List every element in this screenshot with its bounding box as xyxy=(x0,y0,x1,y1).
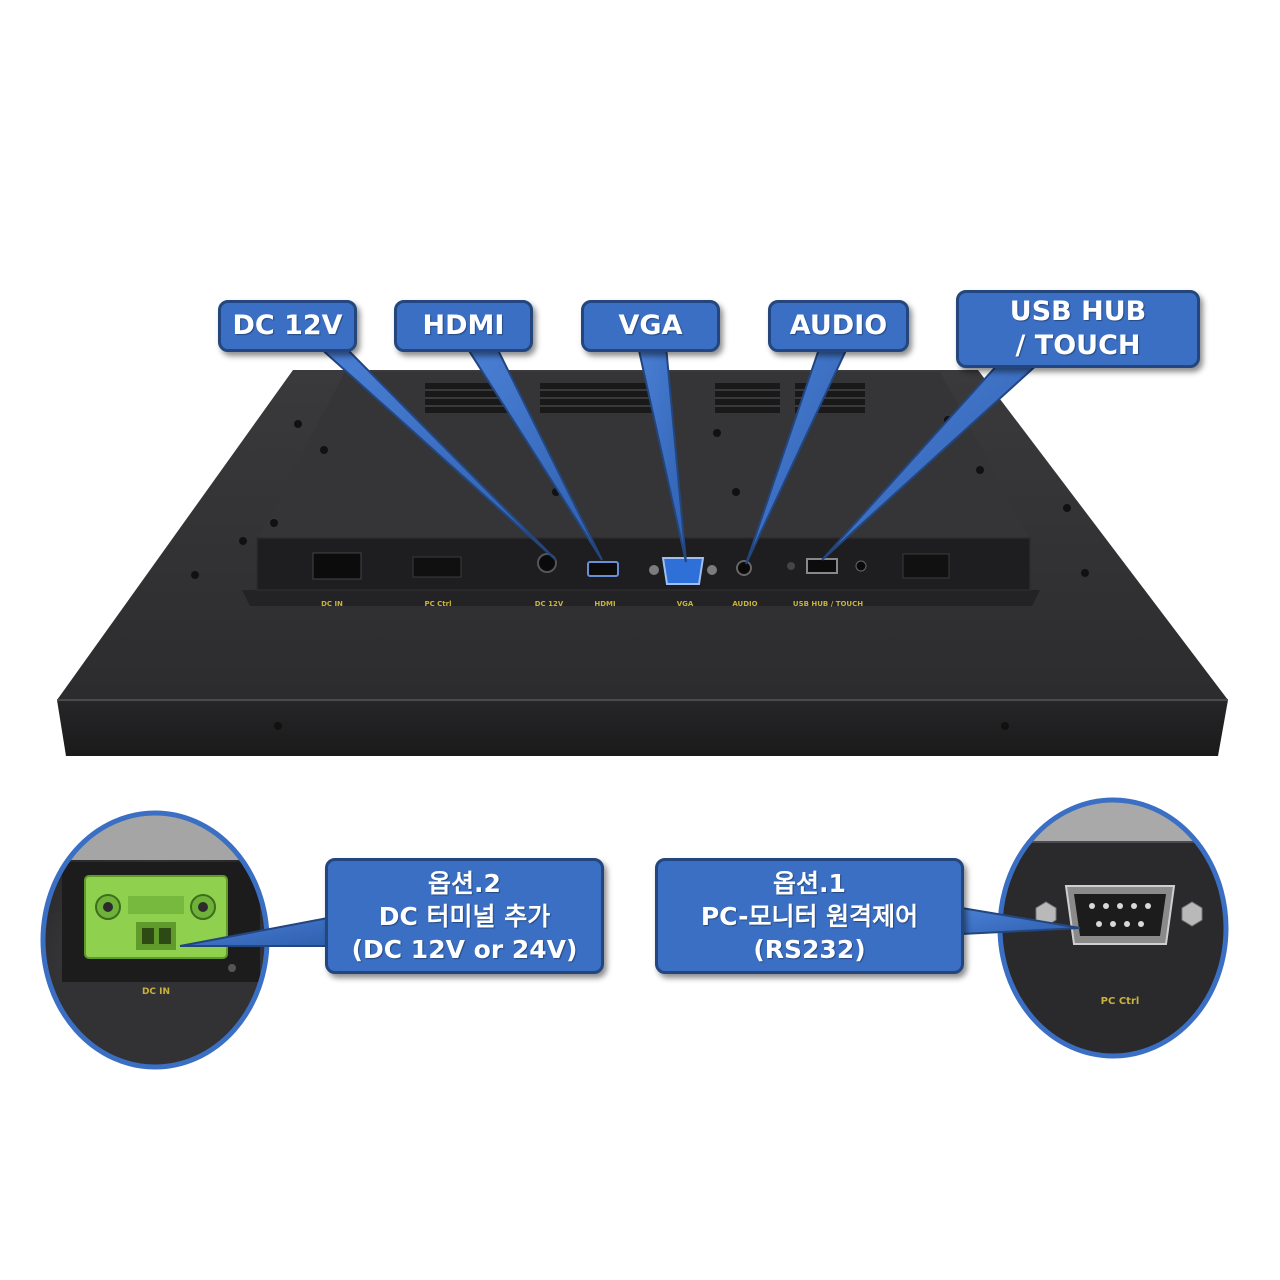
callout-audio-label: AUDIO xyxy=(789,310,888,342)
callout-pointers xyxy=(315,345,1043,565)
callout-usb-line2: / TOUCH xyxy=(1015,330,1141,361)
callout-audio: AUDIO xyxy=(768,300,909,352)
option1-title: 옵션.1 xyxy=(773,868,846,898)
zoom-rs232-port: PC Ctrl xyxy=(997,797,1229,1059)
callout-option2: 옵션.2 DC 터미널 추가 (DC 12V or 24V) xyxy=(325,858,604,974)
port-label-usb: USB HUB / TOUCH xyxy=(793,600,863,608)
port-label-dc-in: DC IN xyxy=(321,600,343,608)
io-ports xyxy=(312,552,950,585)
callout-usb-hub-touch: USB HUB / TOUCH xyxy=(956,290,1200,368)
monitor-chassis: DC IN PC Ctrl DC 12V HDMI VGA AUDIO USB … xyxy=(57,370,1228,756)
callout-dc12v: DC 12V xyxy=(218,300,357,352)
option2-voltage: (DC 12V or 24V) xyxy=(351,934,578,964)
option1-desc: PC-모니터 원격제어 xyxy=(700,901,919,931)
option-pointers xyxy=(179,906,1081,947)
hdmi-port xyxy=(587,561,619,577)
port-label-dc12v: DC 12V xyxy=(535,600,564,608)
zoom-label-pc-ctrl: PC Ctrl xyxy=(1101,996,1140,1007)
dc-in-port xyxy=(312,552,362,580)
option1-protocol: (RS232) xyxy=(753,934,866,964)
callout-hdmi: HDMI xyxy=(394,300,533,352)
callout-dc12v-label: DC 12V xyxy=(232,310,343,342)
port-label-vga: VGA xyxy=(677,600,694,608)
option2-desc: DC 터미널 추가 xyxy=(378,901,551,931)
callout-vga-label: VGA xyxy=(618,310,683,342)
db9-connector xyxy=(1035,885,1203,945)
option2-title: 옵션.2 xyxy=(428,868,501,898)
callout-option1: 옵션.1 PC-모니터 원격제어 (RS232) xyxy=(655,858,964,974)
callout-usb-line1: USB HUB xyxy=(1009,296,1147,328)
audio-jack xyxy=(736,560,752,576)
callout-vga: VGA xyxy=(581,300,720,352)
zoom-label-dc-in: DC IN xyxy=(142,987,170,997)
dc12v-jack xyxy=(537,553,557,573)
pc-ctrl-port xyxy=(412,556,462,578)
callout-hdmi-label: HDMI xyxy=(422,310,505,342)
port-label-hdmi: HDMI xyxy=(594,600,615,608)
vga-port xyxy=(649,557,717,585)
serial-port xyxy=(902,553,950,579)
green-terminal-block xyxy=(84,875,228,959)
port-label-pc-ctrl: PC Ctrl xyxy=(424,600,451,608)
usb-port xyxy=(806,558,838,574)
port-label-audio: AUDIO xyxy=(732,600,757,608)
